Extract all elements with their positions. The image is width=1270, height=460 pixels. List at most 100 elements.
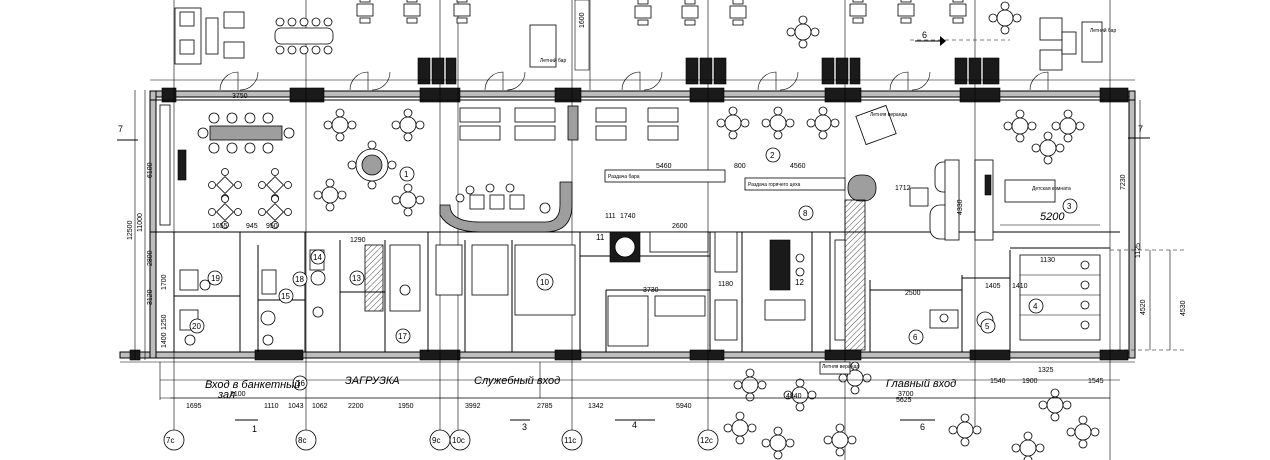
- dim-label: 11000: [137, 213, 144, 232]
- note-label: Раздача горячего цеха: [748, 182, 801, 188]
- dim-label: 4330: [957, 199, 964, 215]
- section-mark-labels: 6 7 1 3 4 6 7: [118, 30, 1143, 434]
- room-number: 19: [211, 274, 220, 283]
- dim-label: 1180: [718, 281, 733, 288]
- dimension-labels-mid: 1655 945 950 1290 1740 111 2600 1180 373…: [212, 199, 1065, 297]
- dim-label: 1600: [579, 12, 586, 28]
- dim-label: 3120: [147, 289, 154, 305]
- dim-label: 950: [266, 223, 278, 230]
- label-banquet-entrance-cont: зал: [217, 389, 235, 401]
- section-mark: 7: [118, 124, 123, 134]
- dim-label: 1342: [588, 403, 604, 410]
- section-mark: 4: [632, 420, 637, 430]
- hall-3-furniture: [909, 109, 1100, 241]
- note-label: Летний бар: [1090, 27, 1116, 34]
- dim-label: 1062: [312, 403, 328, 410]
- service-rooms: [173, 231, 1185, 352]
- dim-label: 1130: [1040, 257, 1055, 264]
- dim-label: 5625: [896, 397, 912, 404]
- room-number: 17: [398, 332, 407, 341]
- dim-label: 1110: [264, 403, 279, 410]
- dim-label: 1695: [186, 403, 202, 410]
- summer-veranda-top: [150, 0, 1135, 91]
- dim-label: 1900: [1022, 378, 1038, 385]
- dim-label: 3700: [898, 391, 914, 398]
- dim-label: 3730: [643, 287, 659, 294]
- dimension-lines: [117, 36, 1171, 451]
- dim-label: 1700: [161, 274, 168, 290]
- dimension-labels-bottom: 1695 2100 1110 1043 1062 2200 1950 3992 …: [186, 367, 1104, 410]
- room-number: 14: [313, 253, 322, 262]
- entrance-labels: Вход в банкетный зал ЗАГРУЗКА Служебный …: [205, 375, 956, 401]
- section-mark: 3: [522, 422, 527, 432]
- room-number-labels: 1 2 3 4 5 6 8 10 11 12 13 14 15 16 17 18…: [192, 151, 1072, 388]
- dim-label: 6100: [147, 162, 154, 178]
- dimension-labels-left: 12500 11000 6100 2800 3120 1250 1400 170…: [127, 162, 168, 348]
- label-main-entrance: Главный вход: [886, 378, 956, 390]
- section-mark: 6: [920, 422, 925, 432]
- hall-2-furniture: [439, 104, 897, 351]
- label-loading: ЗАГРУЗКА: [345, 375, 400, 387]
- dim-label: 3750: [232, 93, 248, 100]
- axis-tag: 8с: [298, 436, 306, 445]
- dim-label: 1405: [985, 283, 1001, 290]
- section-mark: 6: [922, 30, 927, 40]
- dim-label: 800: [734, 163, 746, 170]
- axis-tag: 9с: [432, 436, 440, 445]
- room-number: 6: [913, 333, 918, 342]
- dim-label: 2500: [905, 290, 921, 297]
- dim-label: 1410: [1012, 283, 1028, 290]
- dim-label: 1325: [1038, 367, 1054, 374]
- dim-label: 5200: [1040, 211, 1065, 223]
- dimension-labels-right: 4530 4520 7230 1125: [1120, 174, 1187, 316]
- section-mark: 1: [252, 424, 257, 434]
- room-number: 1: [404, 170, 409, 179]
- dim-label: 1400: [161, 332, 168, 348]
- dim-label: 3992: [465, 403, 481, 410]
- room-number: 13: [352, 274, 361, 283]
- dim-label: 4520: [1140, 299, 1147, 315]
- dim-label: 5940: [676, 403, 692, 410]
- section-mark: 7: [1138, 124, 1143, 134]
- note-label: Детская комната: [1032, 186, 1071, 192]
- axis-tag: 12с: [700, 436, 713, 445]
- room-number: 16: [296, 379, 305, 388]
- dim-label: 1740: [620, 213, 636, 220]
- room-number: 12: [795, 278, 804, 287]
- dim-label: 2200: [348, 403, 364, 410]
- label-banquet-entrance: Вход в банкетный: [205, 379, 300, 391]
- dim-label: 1250: [161, 314, 168, 330]
- dimension-labels-top: 1600 3750 5460 800 4560 1712: [232, 12, 911, 192]
- dim-label: 1290: [350, 237, 366, 244]
- room-number: 2: [770, 151, 775, 160]
- dim-label: 1655: [212, 223, 228, 230]
- axis-tag: 10с: [452, 436, 465, 445]
- dim-label: 5460: [656, 163, 672, 170]
- small-note-labels: Летний бар Раздача бара Раздача горячего…: [540, 27, 1116, 370]
- dim-label: 111: [605, 213, 616, 220]
- dim-label: 1545: [1088, 378, 1104, 385]
- room-number: 3: [1067, 202, 1072, 211]
- dim-label: 4840: [786, 393, 802, 400]
- note-label: Летняя веранда: [822, 364, 859, 370]
- dim-label: 2600: [672, 223, 688, 230]
- room-number: 11: [596, 233, 605, 242]
- room-number: 4: [1033, 302, 1038, 311]
- note-label: Летний бар: [540, 57, 566, 64]
- axis-tag-labels: 7с 8с 9с 10с 11с 12с: [166, 436, 713, 445]
- dim-label: 1125: [1135, 243, 1142, 258]
- dim-label: 945: [246, 223, 258, 230]
- dim-label: 7230: [1120, 174, 1127, 190]
- room-number: 15: [281, 292, 290, 301]
- dim-label: 1950: [398, 403, 414, 410]
- dim-label: 1043: [288, 403, 304, 410]
- dim-label: 12500: [127, 220, 134, 240]
- dim-label: 2100: [230, 391, 246, 398]
- dim-label: 1712: [895, 185, 911, 192]
- dim-label: 4560: [790, 163, 806, 170]
- room-number: 18: [295, 275, 304, 284]
- dim-label: 4530: [1180, 300, 1187, 316]
- room-number: 10: [540, 278, 549, 287]
- hall-1-furniture: [159, 104, 425, 229]
